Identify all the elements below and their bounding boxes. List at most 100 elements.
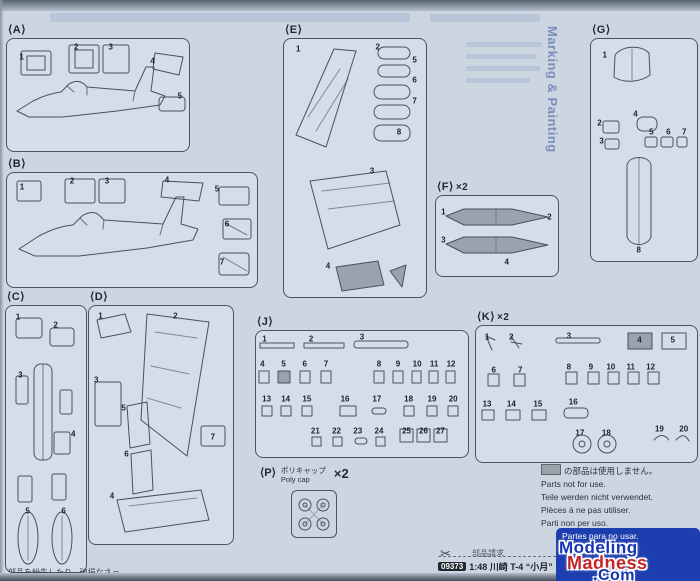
part-number: 1: [15, 312, 21, 322]
part-number: 4: [150, 56, 155, 66]
part-number: 1: [484, 332, 490, 342]
part-number: 9: [395, 359, 401, 369]
polycap-box: [291, 490, 337, 538]
sprue-g-parts-art: [602, 46, 688, 246]
part-number: 22: [332, 426, 341, 436]
part-number: 7: [682, 127, 687, 137]
part-number: 2: [509, 332, 514, 342]
sprue-label-j: ⟨J⟩: [257, 316, 274, 328]
polycap-names: ポリキャップ Poly cap: [281, 466, 326, 484]
showthrough-text-bar: [466, 54, 536, 59]
part-number: 3: [359, 332, 365, 342]
part-number: 10: [412, 359, 422, 369]
part-number: 13: [482, 399, 492, 409]
sprue-label-k: ⟨K⟩×2: [477, 311, 510, 323]
watermark-modeling: Modeling: [559, 538, 638, 557]
part-number: 4: [325, 261, 331, 271]
parts-not-for-use-legend: の部品は使用しません。 Parts not for use. Teile wer…: [541, 464, 657, 530]
showthrough-text-bar: [466, 78, 530, 83]
part-number: 4: [637, 335, 642, 345]
sprue-k-parts-art: [481, 332, 690, 454]
parts-request-label: 部品請求: [472, 549, 504, 558]
part-number: 1: [262, 334, 267, 344]
part-number: 4: [260, 359, 265, 369]
part-number: 21: [310, 426, 320, 436]
sprue-label-g: ⟨G⟩: [592, 24, 611, 36]
part-number: 5: [281, 359, 286, 369]
part-number: 3: [104, 176, 110, 186]
sprue-box-c: ⟨C⟩ 1 2 3 4 5 6: [5, 291, 87, 573]
polycap-label: ⟨P⟩: [260, 467, 276, 479]
part-number: 2: [53, 320, 58, 330]
legend-line-de: Teile werden nicht verwendet.: [541, 492, 653, 502]
legend-line-en: Parts not for use.: [541, 479, 606, 489]
part-number: 11: [429, 359, 439, 369]
part-number: 2: [69, 176, 75, 186]
gray-part-swatch: [541, 464, 561, 475]
sprue-label-c: ⟨C⟩: [7, 291, 26, 303]
showthrough-text-bar: [430, 14, 540, 22]
part-number: 4: [70, 429, 76, 439]
sprue-label-b: ⟨B⟩: [8, 158, 27, 170]
part-number: 5: [25, 506, 30, 516]
part-number: 14: [506, 399, 516, 409]
polycap-multiplier: ×2: [333, 466, 349, 481]
part-number: 1: [441, 207, 446, 217]
part-number: 7: [412, 96, 417, 106]
legend-line-fr: Pièces á ne pas utiliser.: [541, 505, 631, 515]
part-number: 8: [376, 359, 382, 369]
part-number: 3: [93, 375, 99, 385]
part-number: 1: [19, 182, 25, 192]
polycap-name-en: Poly cap: [280, 475, 310, 484]
part-number: 13: [262, 394, 272, 404]
part-number: 1: [295, 44, 301, 54]
polycap-name-jp: ポリキャップ: [280, 466, 326, 475]
lost-parts-note: 部品を紛失したり、破損なさっ: [8, 567, 120, 578]
sprue-a-parts-art: [16, 44, 186, 118]
part-number: 5: [121, 403, 126, 413]
part-number: 3: [599, 136, 604, 146]
part-number: 2: [73, 42, 79, 52]
part-number: 7: [219, 257, 225, 267]
kit-number-badge: 09373: [438, 562, 467, 571]
part-number: 5: [649, 127, 654, 137]
sprue-b-parts-art: [16, 178, 252, 276]
part-number: 4: [164, 175, 170, 185]
part-number: 3: [441, 235, 446, 245]
part-number: 17: [372, 394, 382, 404]
part-number: 6: [61, 506, 66, 516]
part-number: 2: [173, 311, 178, 321]
part-number: 12: [446, 359, 456, 369]
part-number: 27: [435, 426, 445, 436]
part-number: 3: [369, 166, 375, 176]
part-number: 5: [214, 184, 220, 194]
sprue-f-parts-art: [445, 208, 549, 254]
legend-line-jp: の部品は使用しません。: [541, 464, 657, 478]
part-number: 19: [427, 394, 437, 404]
part-number: 3: [18, 370, 23, 380]
part-number: 12: [646, 362, 656, 372]
sprue-c-parts-art: [15, 317, 75, 565]
part-number: 1: [19, 52, 24, 62]
sprue-box-j: ⟨J⟩: [255, 316, 469, 458]
part-number: 8: [396, 127, 402, 137]
sprue-label-d: ⟨D⟩: [90, 291, 109, 303]
part-number: 5: [670, 335, 675, 345]
sprue-label-e: ⟨E⟩: [285, 24, 303, 36]
showthrough-text-bar: [466, 42, 542, 47]
part-number: 25: [402, 426, 411, 436]
part-number: 6: [491, 365, 496, 375]
part-number: 18: [601, 428, 611, 438]
part-number: 17: [575, 428, 585, 438]
part-number: 2: [547, 212, 552, 222]
